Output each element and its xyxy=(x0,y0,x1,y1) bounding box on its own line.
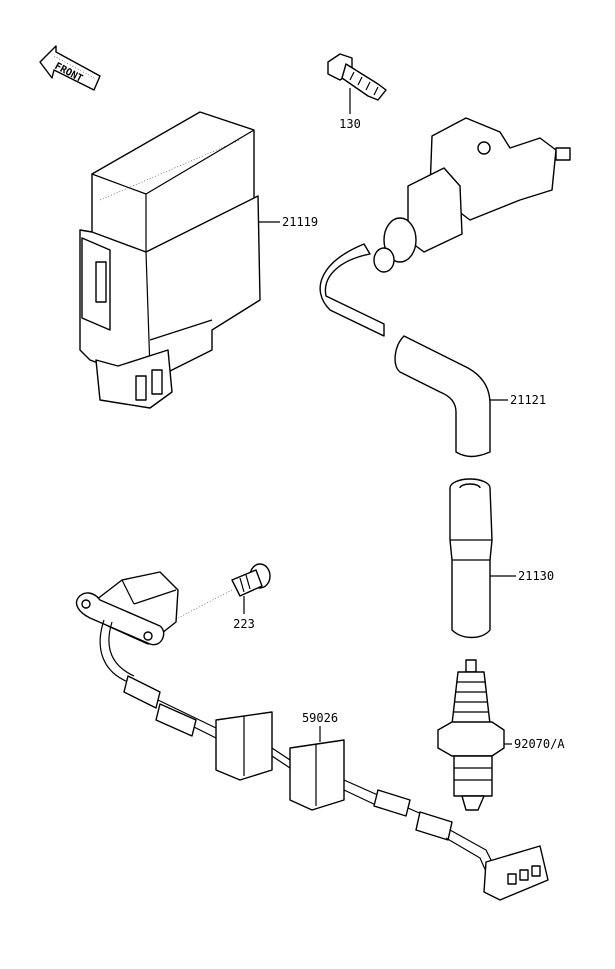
bolt[interactable]: 130 xyxy=(327,53,387,131)
plug-cap[interactable]: 21130 xyxy=(449,478,554,639)
front-arrow-icon: FRONT xyxy=(39,45,101,91)
part-number-spark-plug: 92070/A xyxy=(514,737,565,751)
pickup-coil-harness[interactable]: 59026 xyxy=(75,571,549,901)
part-number-wire-harness: 59026 xyxy=(302,711,338,725)
spark-plug[interactable]: 92070/A xyxy=(437,659,565,811)
part-number-bolt: 130 xyxy=(339,117,361,131)
part-number-pickup-screw: 223 xyxy=(233,617,255,631)
igniter-unit[interactable]: 21119 xyxy=(79,111,318,409)
part-number-igniter: 21119 xyxy=(282,215,318,229)
part-number-ignition-coil: 21121 xyxy=(510,393,546,407)
part-number-plug-cap: 21130 xyxy=(518,569,554,583)
pickup-screw[interactable]: 223 xyxy=(177,563,271,631)
ignition-coil[interactable]: 21121 xyxy=(319,117,571,458)
